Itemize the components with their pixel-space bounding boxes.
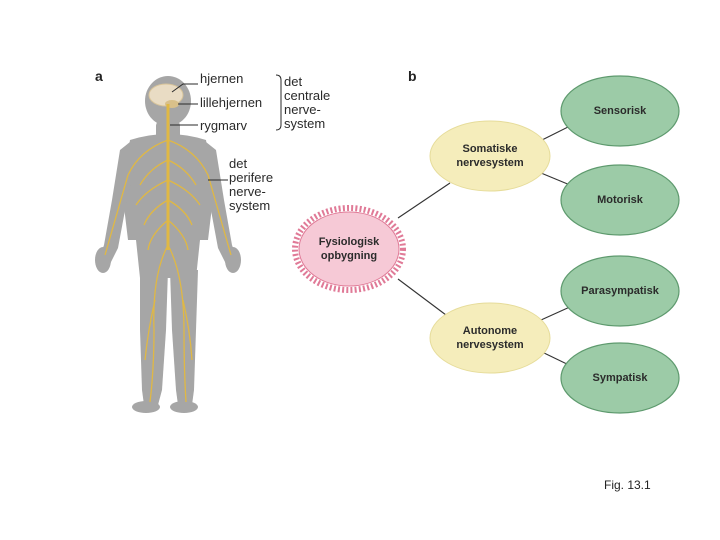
- sympathetic-node-label: Sympatisk: [592, 372, 648, 384]
- nerve-network: [104, 104, 232, 403]
- motor-node-label: Motorisk: [597, 194, 643, 206]
- somatic-node-label: Somatiske nervesystem: [456, 143, 524, 169]
- parasympathetic-node-label: Parasympatisk: [581, 285, 659, 297]
- root-node: [292, 205, 406, 293]
- label-cerebellum: lillehjernen: [200, 95, 263, 110]
- autonomic-node: [429, 302, 551, 374]
- panel-b-letter: b: [408, 68, 417, 84]
- sympathetic-node: [560, 342, 680, 414]
- somatic-node: [429, 120, 551, 192]
- root-node-label: Fysiologisk opbygning: [318, 236, 380, 262]
- connector-lines: [397, 124, 573, 367]
- motor-node: [560, 164, 680, 236]
- parasympathetic-node: [560, 255, 680, 327]
- sensory-node-label: Sensorisk: [593, 105, 647, 117]
- panel-a-letter: a: [95, 68, 103, 84]
- label-central-nervous-system: det centrale nerve- system: [284, 74, 331, 131]
- sensory-node: [560, 75, 680, 147]
- figure-caption: Fig. 13.1: [604, 478, 651, 492]
- label-peripheral-nervous-system: det perifere nerve- system: [229, 156, 274, 213]
- label-brain: hjernen: [200, 71, 244, 86]
- autonomic-node-label: Autonome nervesystem: [456, 325, 524, 351]
- leader-lines: [170, 74, 282, 181]
- label-spinal-cord: rygmarv: [200, 118, 247, 133]
